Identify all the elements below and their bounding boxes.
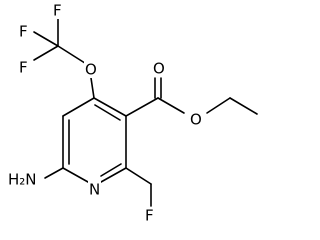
f-left-lower-label: F	[19, 59, 28, 77]
bond-n-c2	[100, 167, 127, 183]
ethyl-6-amino-2-fluoromethyl-4-trifluoromethoxy-nicotinate-structure: F F F O O O N H₂N F	[8, 2, 258, 225]
label-background-o-carbonyl	[152, 60, 165, 77]
bond-c6-nh2	[44, 167, 64, 179]
bond-c3-c4	[93, 97, 127, 117]
bond-ch2-ch3	[229, 97, 258, 115]
bond-c3-carbonyl-c	[125, 97, 159, 117]
amine-label: H₂N	[8, 171, 37, 189]
o-ether-label: O	[85, 61, 97, 79]
bond-layer	[33, 17, 258, 207]
bond-c4-c5	[62, 97, 95, 117]
bond-c2-ch2	[125, 167, 152, 185]
label-background-f-fluoromethyl	[145, 208, 157, 225]
o-carbonyl-label: O	[153, 60, 165, 78]
bond-o-c4	[90, 77, 95, 99]
label-background-n-ring	[88, 181, 101, 198]
bond-carbonyl-c-o	[157, 97, 185, 114]
atom-label-layer: F F F O O O N H₂N F	[8, 2, 203, 225]
label-background-o-ester	[189, 111, 203, 128]
bond-cf3-o	[57, 45, 89, 66]
f-left-upper-label: F	[19, 23, 28, 41]
o-ester-label: O	[190, 111, 202, 129]
n-ring-label: N	[89, 181, 100, 199]
bond-c-f-left-lower	[33, 45, 59, 61]
label-background-amine	[8, 170, 44, 188]
bond-c6-n	[62, 167, 89, 183]
label-background-o-ether	[84, 61, 97, 78]
bond-n-c2-double	[100, 163, 122, 177]
f-top-label: F	[53, 2, 62, 20]
label-background-f-top	[53, 3, 64, 19]
bond-c3-c4-double	[94, 104, 121, 121]
f-fluoromethyl-label: F	[145, 207, 154, 225]
label-background-f-left-upper	[19, 24, 30, 40]
bond-c-f-left-upper	[33, 31, 59, 47]
bond-o-ch2	[206, 97, 231, 114]
label-background-f-left-lower	[19, 60, 30, 76]
